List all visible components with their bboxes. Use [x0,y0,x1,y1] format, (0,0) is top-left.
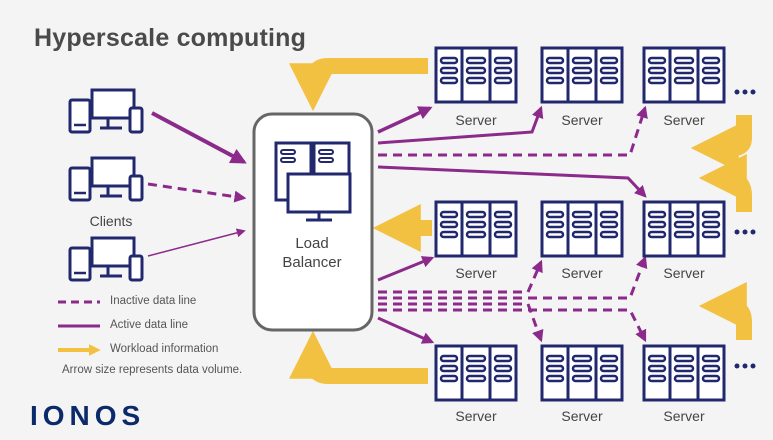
legend-active-label: Active data line [110,319,188,331]
server-4-label: Server [455,265,497,281]
active-line-client-3 [147,228,246,257]
server-2-label: Server [561,112,603,128]
load-balancer [252,112,374,332]
server-7-icon [434,344,518,402]
server-5-icon [540,200,624,258]
server-8-label: Server [561,408,603,424]
workload-arrow-right-2 [698,154,752,212]
load-balancer-label-line2: Balancer [282,254,342,271]
ionos-logo: IONOS [30,400,146,431]
inactive-to-server-6b [378,255,648,300]
legend-note: Arrow size represents data volume. [62,364,243,376]
inactive-to-server-5 [378,259,543,294]
client-lines [147,111,247,257]
workload-arrow-right-3 [698,282,752,340]
server-8-icon [540,344,624,402]
inactive-to-server-8 [378,302,544,343]
clients-label: Clients [89,213,133,229]
legend-workload-label: Workload information [110,343,219,355]
server-6-icon [642,200,726,258]
server-9-icon [642,344,726,402]
legend-swatches [58,300,101,356]
line-to-server-2 [377,105,544,145]
workload-arrows [289,58,752,384]
load-balancer-label: Load Balancer [252,234,372,272]
server-1-label: Server [455,112,497,128]
server-3-icon [642,46,726,104]
server-7-label: Server [455,408,497,424]
line-to-server-6 [377,165,647,198]
server-2-icon [540,46,624,104]
server-1-icon [434,46,518,104]
line-to-server-7 [377,316,435,344]
active-line-client-1 [151,111,247,164]
server-4-icon [434,200,518,258]
workload-arrow-right-1 [690,115,752,172]
server-3-label: Server [663,112,705,128]
server-5-label: Server [561,265,603,281]
server-6-label: Server [663,265,705,281]
inactive-to-server-3 [378,105,648,157]
workload-arrow-bottom [289,330,428,384]
ellipsis-icons [734,89,756,369]
page-title: Hyperscale computing [34,24,307,52]
server-lines [377,105,648,344]
inactive-line-client-2 [147,182,247,203]
line-to-server-4 [377,256,435,282]
line-to-server-1 [377,106,433,134]
load-balancer-label-line1: Load [295,235,329,252]
legend-inactive-label: Inactive data line [110,295,197,307]
inactive-to-server-9 [378,308,647,343]
server-9-label: Server [663,408,705,424]
workload-arrow-top [289,58,428,112]
